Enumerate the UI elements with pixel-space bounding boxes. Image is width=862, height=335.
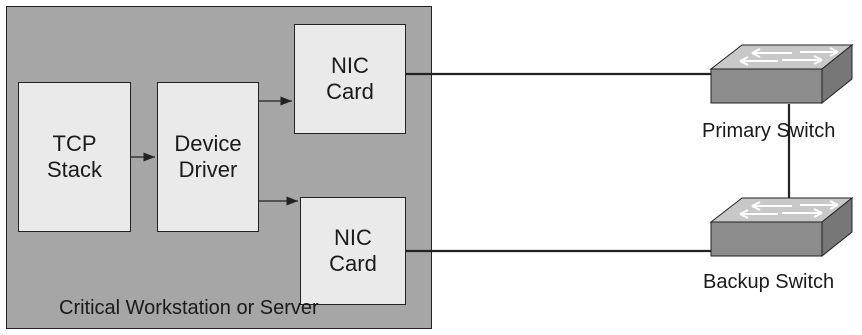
backup-switch-label: Backup Switch <box>703 271 835 293</box>
tcp-stack-box: TCP Stack <box>18 82 131 232</box>
tcp-stack-label: TCP Stack <box>46 131 103 182</box>
device-driver-box: Device Driver <box>157 82 259 232</box>
device-driver-label: Device Driver <box>174 131 242 182</box>
nic-card-top-label: NIC Card <box>326 53 374 104</box>
nic-card-top: NIC Card <box>294 24 406 134</box>
nic-card-bottom-label: NIC Card <box>329 225 377 276</box>
primary-switch-icon <box>709 43 854 105</box>
nic-card-bottom: NIC Card <box>300 197 406 305</box>
backup-switch-icon <box>709 196 854 258</box>
primary-switch-label: Primary Switch <box>702 120 836 142</box>
container-label: Critical Workstation or Server <box>59 297 319 319</box>
